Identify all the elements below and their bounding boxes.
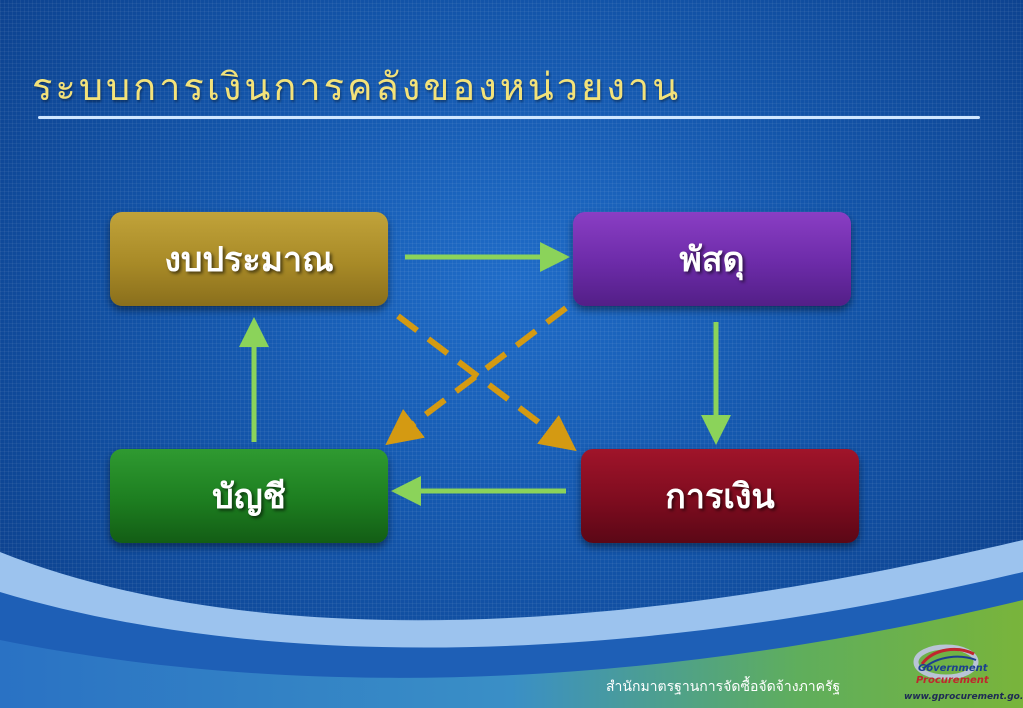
logo-text-procurement: Procurement [916, 675, 989, 686]
logo-url: www.gprocurement.go.th [904, 692, 1023, 702]
node-accounting-label: บัญชี [212, 477, 286, 517]
title-underline [38, 116, 980, 119]
logo-text-government: Government [918, 663, 988, 674]
node-budget-label: งบประมาณ [164, 240, 334, 280]
node-supply-label: พัสดุ [679, 240, 745, 280]
node-accounting: บัญชี [110, 449, 388, 543]
page-title: ระบบการเงินการคลังของหน่วยงาน [32, 65, 682, 109]
node-supply: พัสดุ [573, 212, 851, 306]
footer-organization: สำนักมาตรฐานการจัดซื้อจัดจ้างภาครัฐ [606, 679, 841, 695]
node-budget: งบประมาณ [110, 212, 388, 306]
arrow-budget-to-finance-dashed [396, 313, 577, 452]
node-finance-label: การเงิน [665, 477, 775, 517]
node-finance: การเงิน [581, 449, 859, 543]
gprocurement-logo-icon [913, 644, 979, 680]
